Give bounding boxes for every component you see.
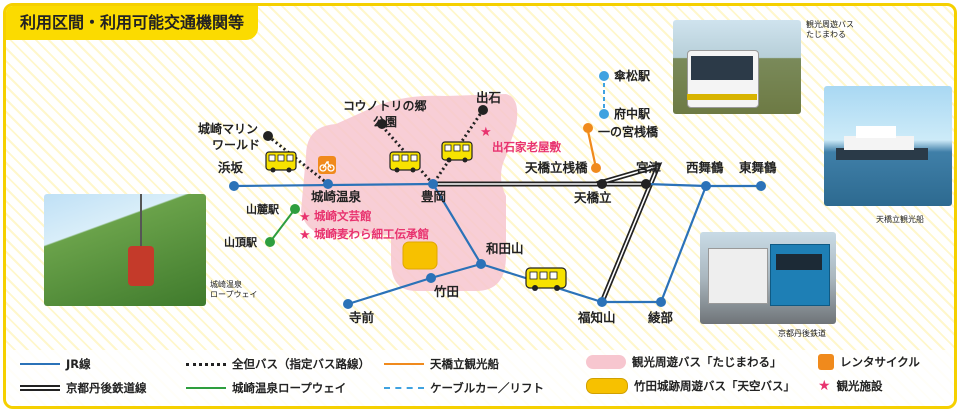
- place-izushi: 出石: [476, 90, 501, 105]
- star-icon: ★: [299, 228, 311, 243]
- spot-izushi-karoyashiki: 出石家老屋敷: [492, 140, 561, 154]
- ropeway-photo: [44, 194, 206, 306]
- legend-kankosen: 天橋立観光船: [384, 356, 499, 372]
- station-higashimaizuru: 東舞鶴: [739, 160, 777, 175]
- bus-icon: [441, 141, 473, 163]
- tajimawaru-swatch: [586, 355, 626, 369]
- legend-tajimawaru: 観光周遊バス「たじまわる」: [586, 354, 782, 370]
- tenku-bus-icon: [525, 267, 567, 291]
- station-takeda: 竹田: [433, 284, 459, 299]
- ship-photo: [824, 86, 952, 206]
- spot-kinosaki-bungeikan: 城崎文芸館: [314, 209, 372, 223]
- tango-swatch: [20, 385, 60, 391]
- bicycle-icon: [818, 354, 834, 370]
- map-frame: 利用区間・利用可能交通機関等: [3, 3, 957, 409]
- star-icon: ★: [480, 125, 492, 140]
- station-fukuchiyama: 福知山: [577, 310, 616, 325]
- zentan-swatch: [186, 362, 226, 366]
- station-toyooka: 豊岡: [421, 189, 446, 204]
- bus-icon: [265, 151, 297, 173]
- map-title: 利用区間・利用可能交通機関等: [6, 6, 259, 40]
- place-marine-world-2: ワールド: [212, 138, 260, 152]
- star-icon: ★: [299, 210, 311, 225]
- route-map: ★ ★ ★ 浜坂 城崎温泉 豊岡 天橋立 天橋立桟橋 宮津 西舞鶴 東舞鶴 和田…: [198, 68, 777, 325]
- ropeway-swatch: [186, 387, 226, 389]
- legend-cable: ケーブルカー／リフト: [384, 380, 544, 396]
- place-marine-world-1: 城崎マリン: [198, 121, 258, 136]
- place-kounotori-2: 公園: [373, 115, 397, 129]
- ship-swatch: [384, 363, 424, 365]
- station-hamasaka: 浜坂: [218, 160, 244, 175]
- station-teramae: 寺前: [349, 310, 375, 325]
- star-icon: ★: [818, 378, 831, 394]
- legend-tenku-bus: 竹田城跡周遊バス「天空バス」: [586, 378, 795, 394]
- tenku-bus-area: [402, 241, 438, 270]
- station-sancho: 山頂駅: [224, 235, 257, 249]
- spot-mugiwara: 城崎麦わら細工伝承館: [314, 227, 429, 241]
- ropeway-photo-caption: 城崎温泉 ロープウェイ: [210, 280, 258, 299]
- tenku-swatch: [586, 378, 628, 394]
- station-miyazu: 宮津: [636, 160, 662, 175]
- station-kasamatsu: 傘松駅: [614, 68, 651, 83]
- ship-photo-caption: 天橋立観光船: [876, 215, 924, 224]
- legend-jr: JR線: [20, 356, 91, 372]
- station-ichinomiya: 一の宮桟橋: [598, 124, 659, 139]
- station-kinosaki-onsen: 城崎温泉: [311, 189, 362, 204]
- legend-kanko-shisetsu: ★観光施設: [818, 378, 883, 394]
- bus-icon: [389, 151, 421, 173]
- ship-line: [586, 130, 598, 169]
- legend-zentan-bus: 全但バス（指定バス路線）: [186, 356, 370, 372]
- station-dots: [229, 71, 766, 309]
- station-nishimaizuru: 西舞鶴: [686, 160, 724, 175]
- bus-photo-caption: 観光周遊バス たじまわる: [806, 20, 854, 39]
- bicycle-icon: [318, 156, 336, 174]
- cable-swatch: [384, 387, 424, 389]
- legend-tango: 京都丹後鉄道線: [20, 380, 147, 396]
- train-photo: [700, 232, 836, 324]
- legend-rental-cycle: レンタサイクル: [818, 354, 920, 370]
- legend: JR線 京都丹後鉄道線 全但バス（指定バス路線） 城崎温泉ロープウェイ 天橋立観…: [6, 350, 954, 406]
- station-wadayama: 和田山: [485, 241, 524, 256]
- station-ayabe: 綾部: [648, 310, 674, 325]
- bus-photo: [673, 20, 801, 114]
- ropeway-line: [269, 208, 296, 243]
- station-amanohashidate-sanbashi: 天橋立桟橋: [525, 160, 588, 175]
- legend-ropeway: 城崎温泉ロープウェイ: [186, 380, 346, 396]
- train-photo-caption: 京都丹後鉄道: [778, 329, 826, 338]
- place-kounotori-1: コウノトリの郷: [343, 99, 427, 113]
- station-amanohashidate: 天橋立: [574, 190, 612, 205]
- station-fuchu: 府中駅: [614, 106, 651, 121]
- station-sanroku: 山麓駅: [246, 202, 279, 216]
- jr-swatch: [20, 363, 60, 365]
